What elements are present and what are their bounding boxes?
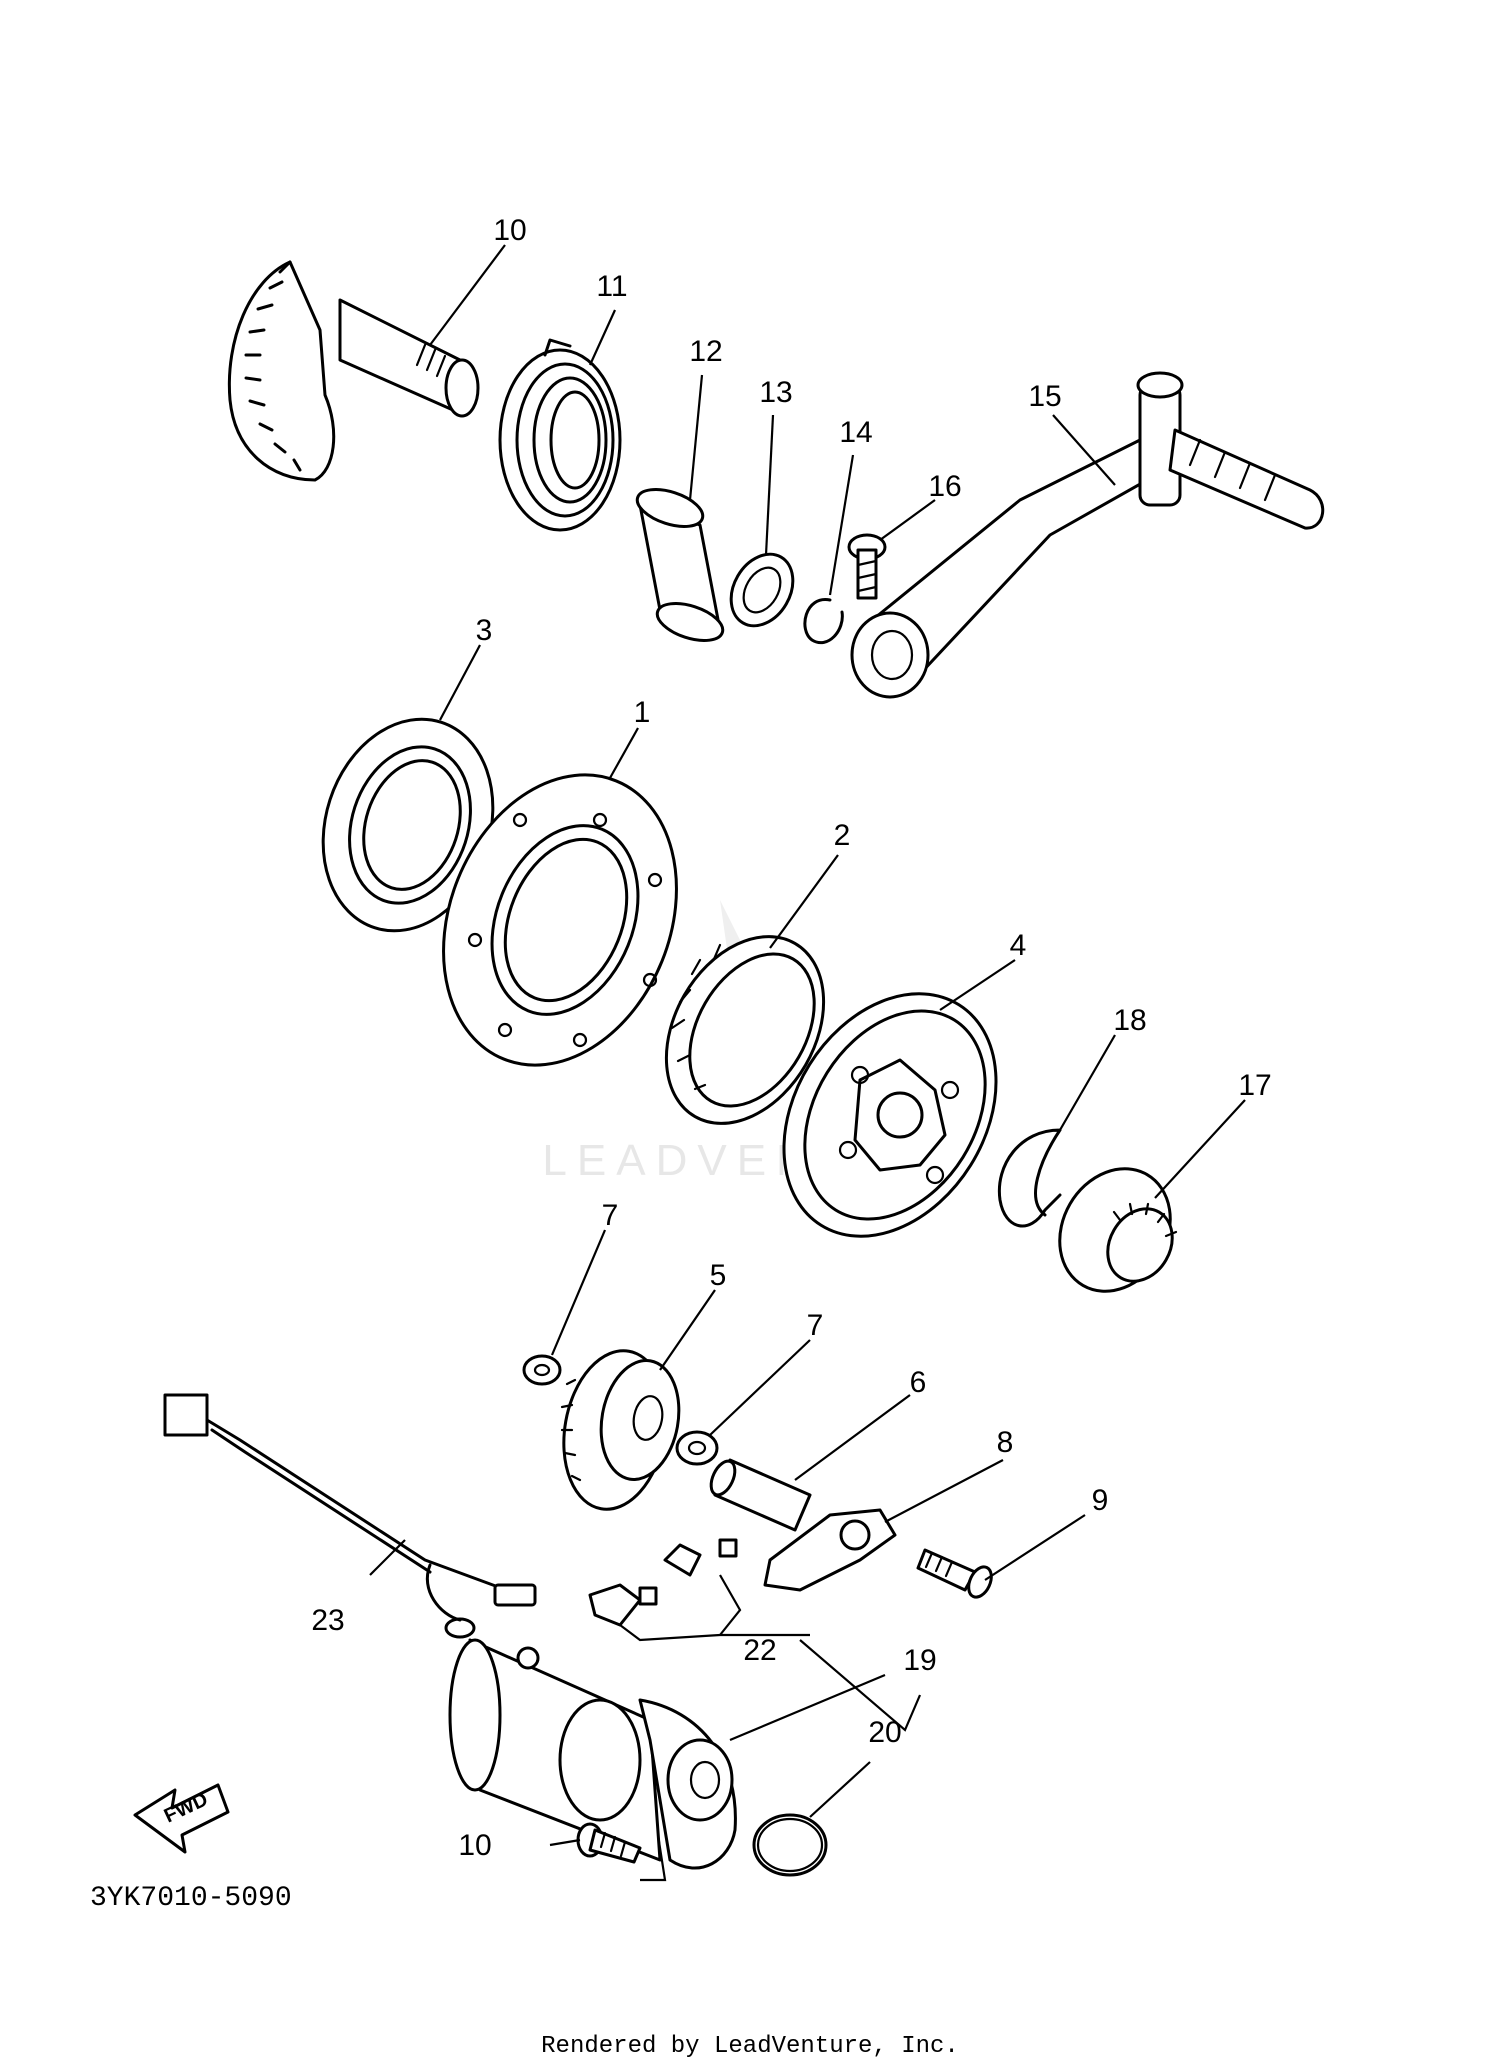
callout-7-bottom: 7 — [807, 1309, 824, 1342]
part-16-kick-crank — [850, 371, 1325, 699]
part-18-gear — [1058, 1167, 1178, 1293]
callout-5: 5 — [710, 1259, 727, 1292]
callout-2: 2 — [834, 819, 851, 852]
callout-18: 17 — [1238, 1069, 1271, 1102]
callout-6: 6 — [910, 1366, 927, 1399]
callout-11: 10 — [493, 214, 526, 247]
leader-lines — [369, 244, 1246, 1882]
part-9-screw — [916, 1548, 993, 1599]
part-14-washer — [729, 552, 795, 628]
callout-4: 4 — [1010, 929, 1027, 962]
callout-12: 11 — [596, 270, 627, 303]
callout-10: 10 — [458, 1829, 491, 1862]
callout-15: 14 — [839, 416, 872, 449]
part-15-circlip — [803, 598, 844, 644]
diagram-code: 3YK7010-5090 — [90, 1883, 292, 1914]
part-12-spring — [498, 338, 622, 532]
part-17-bolt — [847, 533, 887, 600]
part-19-spring-clip — [997, 1128, 1062, 1228]
footer-credit: Rendered by LeadVenture, Inc. — [541, 2033, 959, 2060]
part-5-idle-gear — [560, 1349, 681, 1511]
part-22-brushes — [588, 1538, 738, 1627]
callout-21: 20 — [868, 1716, 901, 1749]
part-1-clutch-gear — [442, 773, 678, 1067]
callout-17: 16 — [928, 470, 961, 503]
part-7-washer-b — [675, 1430, 719, 1466]
part-7-washer-a — [522, 1354, 562, 1386]
part-8-plate — [763, 1508, 897, 1592]
callout-23: 23 — [311, 1604, 344, 1637]
starter-motor — [448, 1638, 737, 1870]
fwd-arrow: FWD — [133, 1783, 230, 1854]
callout-9: 9 — [1092, 1484, 1109, 1517]
callout-22: 22 — [743, 1634, 776, 1667]
callouts: 10 11 12 13 14 15 16 3 1 2 4 18 17 7 5 7… — [311, 214, 1271, 1862]
callout-7-top: 7 — [602, 1199, 619, 1232]
part-4-clutch-housing — [782, 992, 998, 1238]
part-11-kick-axle — [227, 260, 480, 482]
callout-14: 13 — [759, 376, 792, 409]
callout-13: 12 — [689, 335, 722, 368]
part-13-bushing — [635, 488, 725, 642]
part-3-seal — [321, 717, 495, 933]
callout-3: 3 — [476, 614, 493, 647]
callout-16: 15 — [1028, 380, 1061, 413]
part-23-lead-wire — [163, 1393, 537, 1639]
part-21-o-ring — [752, 1813, 828, 1877]
callout-20: 19 — [903, 1644, 936, 1677]
part-6-shaft — [709, 1458, 812, 1532]
callout-19: 18 — [1113, 1004, 1146, 1037]
callout-1: 1 — [634, 696, 651, 729]
part-2-one-way-clutch — [664, 935, 826, 1125]
callout-8: 8 — [997, 1426, 1014, 1459]
